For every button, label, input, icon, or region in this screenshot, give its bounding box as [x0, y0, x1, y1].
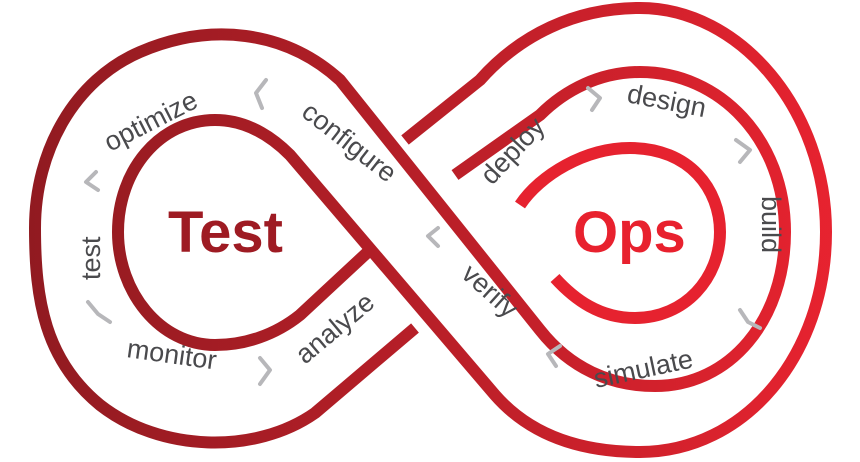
chevron-right-icon — [734, 138, 752, 164]
chevron-right-icon — [586, 86, 602, 112]
step-analyze: analyze — [290, 287, 381, 370]
title-test: Test — [168, 200, 283, 265]
chevron-down-icon — [738, 308, 762, 330]
outer-loop-band — [29, 28, 791, 449]
chevron-left-icon — [546, 344, 562, 368]
title-ops: Ops — [573, 200, 686, 265]
step-build: build — [756, 196, 786, 253]
inner-loop-band — [112, 2, 832, 458]
chevron-down-icon — [86, 300, 112, 324]
step-test: test — [76, 236, 106, 280]
right-inner-lobe — [515, 141, 727, 325]
chevron-left-icon — [254, 78, 268, 110]
chevron-left-icon — [84, 170, 100, 192]
chevron-left-icon — [426, 226, 440, 248]
chevron-right-icon — [258, 356, 272, 386]
